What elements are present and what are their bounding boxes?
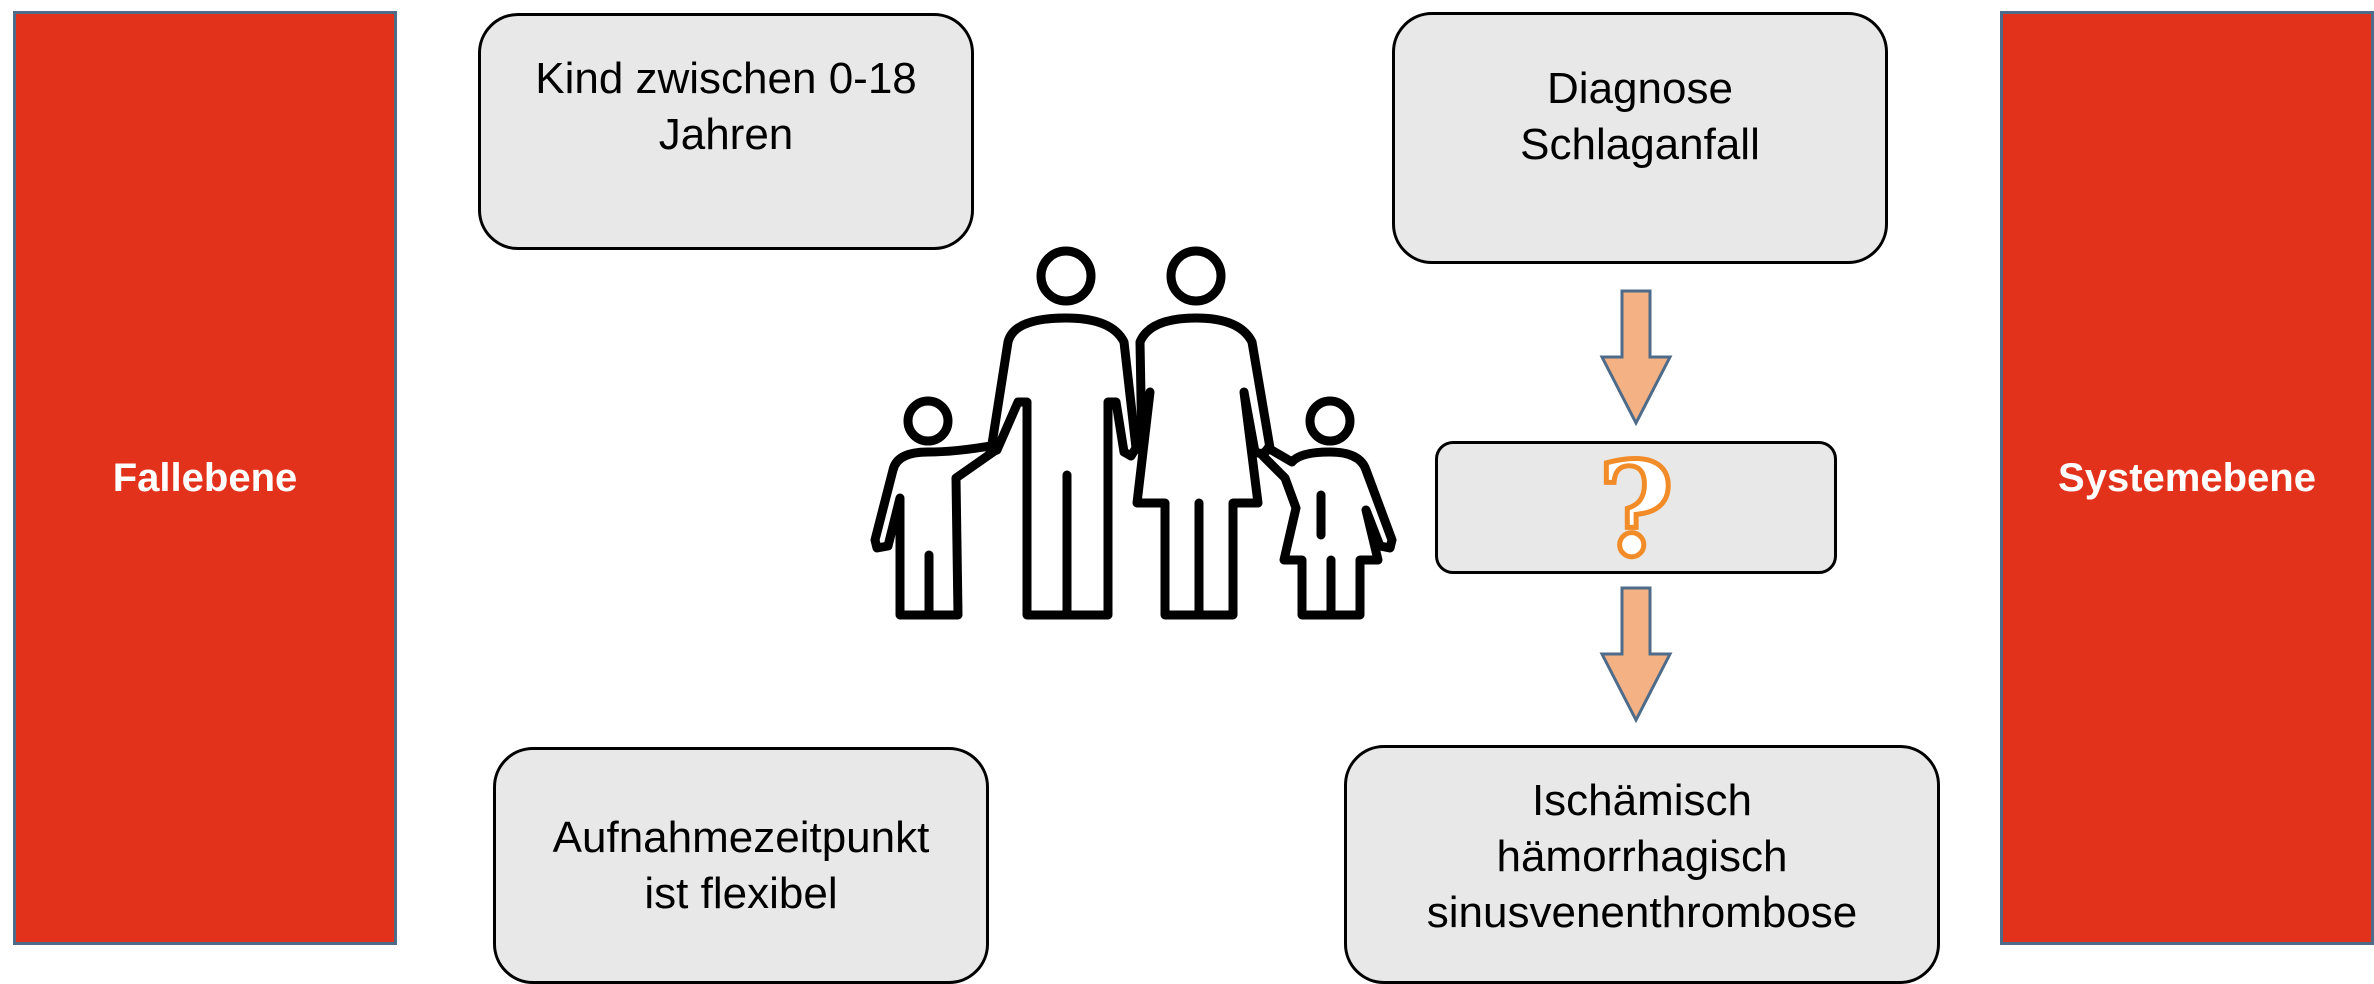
family-icon xyxy=(870,246,1397,620)
question-mark-icon: ? xyxy=(1595,433,1676,586)
admission-box: Aufnahmezeitpunkt ist flexibel xyxy=(493,747,989,984)
stroke-types-box: Ischämisch hämorrhagisch sinusvenenthrom… xyxy=(1344,745,1940,984)
child-age-text: Kind zwischen 0-18 Jahren xyxy=(535,53,917,159)
stroke-types-text: Ischämisch hämorrhagisch sinusvenenthrom… xyxy=(1426,775,1858,937)
fallebene-label: Fallebene xyxy=(112,455,298,500)
admission-text: Aufnahmezeitpunkt ist flexibel xyxy=(552,812,930,918)
question-box: ? xyxy=(1435,433,1837,586)
diagnosis-text: Diagnose Schlaganfall xyxy=(1520,64,1760,169)
down-arrow-icon xyxy=(1599,586,1673,724)
systemebene-bar: Systemebene xyxy=(2000,11,2374,945)
systemebene-label: Systemebene xyxy=(2058,455,2316,500)
fallebene-bar: Fallebene xyxy=(13,11,397,945)
child-age-box: Kind zwischen 0-18 Jahren xyxy=(478,13,974,250)
down-arrow-icon xyxy=(1599,289,1673,427)
diagnosis-box: Diagnose Schlaganfall xyxy=(1392,12,1888,264)
